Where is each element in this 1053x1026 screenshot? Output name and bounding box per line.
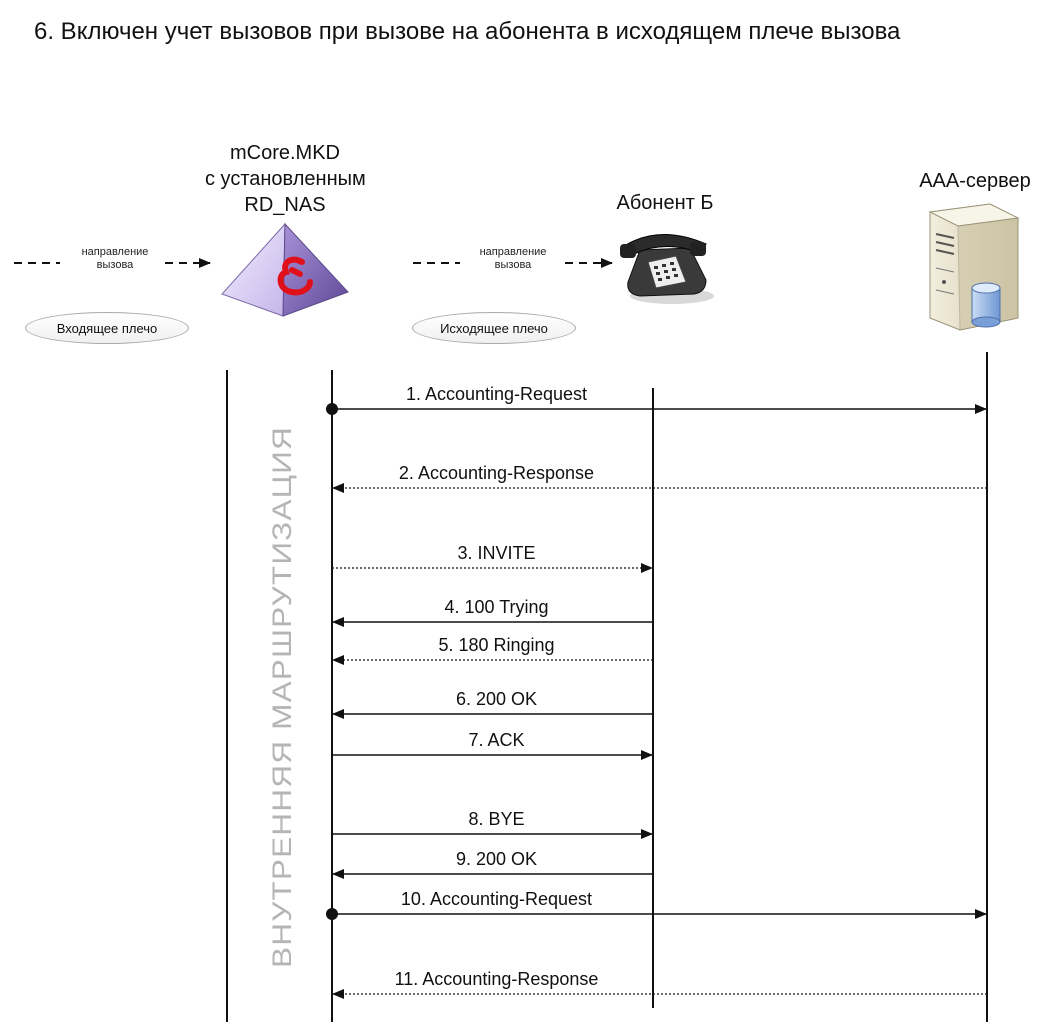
message-label-11: 11. Accounting-Response (395, 969, 599, 989)
aaa-label: AAA-сервер (919, 170, 1031, 192)
message-label-9: 9. 200 OK (456, 849, 537, 869)
message-label-4: 4. 100 Trying (444, 597, 548, 617)
message-start-dot-10 (326, 908, 338, 920)
message-label-2: 2. Accounting-Response (399, 463, 594, 483)
mcore-label-line-2: с установленным (205, 168, 366, 190)
call-direction-outgoing-line-1: направление (479, 246, 547, 258)
pyramid-icon (221, 222, 349, 317)
subscriber-label: Абонент Б (616, 192, 714, 214)
messages-group: 1. Accounting-Request 2. Accounting-Respo… (326, 384, 987, 999)
message-label-8: 8. BYE (468, 809, 524, 829)
mcore-label: mCore.MKD с установленным RD_NAS (205, 140, 366, 218)
message-label-6: 6. 200 OK (456, 689, 537, 709)
message-label-10: 10. Accounting-Request (401, 889, 592, 909)
message-start-dot-1 (326, 403, 338, 415)
message-label-3: 3. INVITE (457, 543, 535, 563)
incoming-leg-ellipse: Входящее плечо (25, 312, 189, 344)
call-direction-outgoing: направление вызова (458, 246, 568, 272)
outgoing-leg-ellipse: Исходящее плечо (412, 312, 576, 344)
server-icon (928, 203, 1020, 331)
call-direction-incoming-line-1: направление (81, 246, 149, 258)
mcore-label-line-3: RD_NAS (244, 194, 326, 216)
page-title: 6. Включен учет вызовов при вызове на аб… (34, 18, 901, 45)
call-direction-incoming: направление вызова (60, 246, 170, 272)
telephone-icon (620, 234, 714, 304)
call-direction-incoming-line-2: вызова (96, 259, 134, 271)
call-direction-outgoing-line-2: вызова (494, 259, 532, 271)
message-label-7: 7. ACK (468, 730, 524, 750)
message-label-5: 5. 180 Ringing (438, 635, 554, 655)
internal-routing-label: ВНУТРЕННЯЯ МАРШРУТИЗАЦИЯ (267, 426, 297, 968)
mcore-label-line-1: mCore.MKD (229, 142, 340, 164)
message-label-1: 1. Accounting-Request (406, 384, 587, 404)
